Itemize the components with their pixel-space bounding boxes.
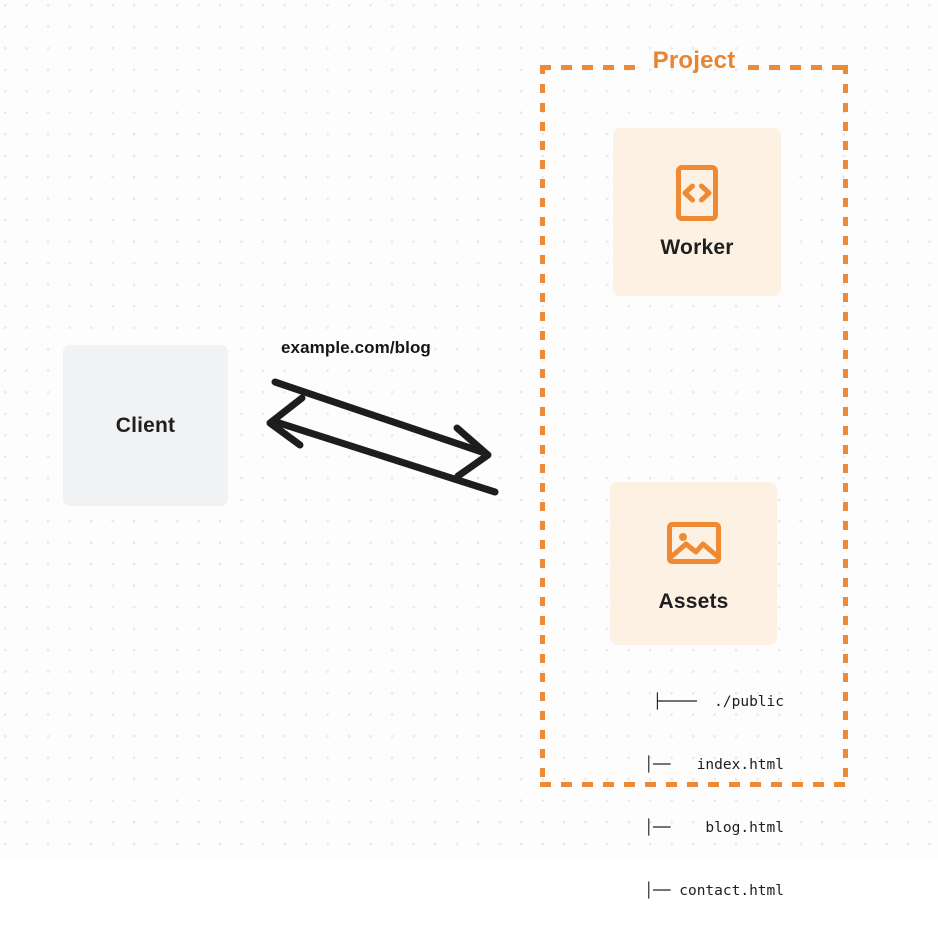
image-icon [666,521,721,564]
asset-file-tree: ├──── ./public │── index.html │── blog.h… [589,650,784,944]
worker-node[interactable]: Worker [613,128,781,296]
code-brackets-icon [676,165,718,221]
diagram-canvas: Client example.com/blog Project Worker [0,0,938,899]
client-node[interactable]: Client [63,345,228,506]
project-border-top-right [748,65,848,70]
assets-node-label: Assets [658,589,729,613]
project-title: Project [652,47,736,74]
project-border-right [843,65,848,787]
project-border-left [540,65,545,787]
client-node-label: Client [115,413,176,437]
connection-url-label: example.com/blog [281,338,431,357]
assets-node[interactable]: Assets [610,482,777,645]
project-border-bottom [540,782,848,787]
request-arrow [271,378,492,480]
response-arrow [266,394,499,496]
project-boundary: Project [540,47,848,787]
tree-row-blog: │── blog.html [644,820,784,836]
project-border-top-left [540,65,640,70]
tree-row-contact: │── contact.html [644,883,784,899]
tree-row-root: ├──── ./public [653,694,784,710]
tree-row-index: │── index.html [644,757,784,773]
worker-node-label: Worker [660,236,734,259]
